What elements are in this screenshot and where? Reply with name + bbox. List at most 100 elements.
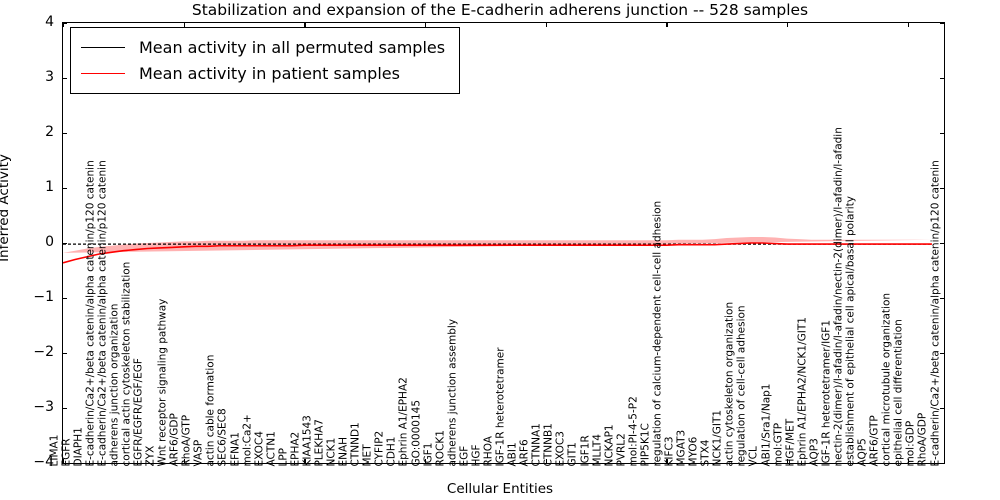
x-category-label: ROCK1: [434, 429, 447, 466]
series-layer: [63, 236, 932, 264]
x-category-label: CYFIP2: [373, 430, 386, 466]
x-tick-mark: [425, 459, 427, 464]
x-category-label: VCL: [747, 445, 760, 466]
x-category-label: EFNA1: [229, 431, 242, 466]
y-tick-label: 0: [45, 234, 54, 250]
plot-area: [62, 22, 945, 464]
x-category-label: KIAA1543: [301, 414, 314, 466]
x-category-label: ARF6/GDP: [168, 412, 181, 466]
x-category-label: IGF1R: [579, 434, 591, 466]
y-tick-label: 1: [45, 179, 54, 195]
x-category-label: regulation of cell-cell adhesion: [735, 304, 748, 466]
x-category-label: E-cadherin/Ca2+/beta catenin/alpha caten…: [96, 159, 109, 466]
x-category-label: EGFR: [60, 437, 73, 466]
x-category-label: E-cadherin/Ca2+/beta catenin/alpha caten…: [84, 159, 97, 466]
x-category-label: CDH1: [385, 436, 398, 466]
y-tick-mark: [62, 408, 67, 410]
x-category-label: PVRL2: [615, 432, 628, 466]
x-category-label: ARF6: [518, 438, 531, 466]
chart-title: Stabilization and expansion of the E-cad…: [191, 1, 809, 19]
y-tick-mark: [940, 408, 945, 410]
y-tick-mark: [940, 133, 945, 135]
x-category-label: HGF: [470, 443, 483, 466]
x-category-label: Wnt receptor signaling pathway: [156, 298, 169, 466]
x-category-label: ABI1/Sra1/Nap1: [760, 383, 773, 466]
x-category-label: adherens junction organization: [108, 303, 121, 466]
y-tick-label: 3: [45, 69, 54, 85]
x-tick-mark: [304, 459, 306, 464]
x-category-label: SEC6/SEC8: [216, 407, 229, 466]
x-category-label: EPHA2: [289, 431, 302, 466]
y-tick-mark: [62, 298, 67, 300]
x-category-label: actin cable formation: [204, 354, 217, 466]
x-category-label: GO:0000145: [410, 399, 423, 466]
x-category-label: EXOC4: [253, 430, 266, 466]
x-category-label: EXOC3: [554, 430, 567, 466]
y-tick-mark: [940, 243, 945, 245]
x-category-label: RHOA: [482, 435, 495, 466]
x-category-label: IGF-1R heterotetramer: [494, 346, 507, 466]
x-tick-mark: [425, 22, 427, 27]
y-tick-label: 2: [45, 124, 54, 140]
x-category-label: mol:GDP: [904, 420, 917, 466]
x-category-label: IGF1: [422, 442, 435, 466]
x-category-label: adherens junction assembly: [446, 318, 459, 466]
x-category-label: NCK1: [325, 437, 338, 466]
y-tick-label: −1: [33, 289, 54, 305]
y-tick-mark: [940, 298, 945, 300]
legend-item-patient: Mean activity in patient samples: [81, 60, 445, 86]
x-category-label: DIAPH1: [72, 426, 85, 466]
x-category-label: nectin-2(dimer)/l-afadin/l-afadin/nectin…: [832, 126, 845, 466]
y-tick-label: −3: [33, 399, 54, 415]
x-tick-mark: [545, 22, 547, 27]
x-category-label: epithelial cell differentiation: [892, 318, 905, 466]
x-tick-mark: [183, 459, 185, 464]
x-category-label: NCKAP1: [603, 423, 616, 466]
y-tick-label: −4: [33, 454, 54, 470]
legend: Mean activity in all permuted samples Me…: [70, 27, 461, 94]
plot-clip: [63, 23, 944, 463]
x-category-label: E-cadherin/Ca2+/beta catenin/alpha caten…: [929, 159, 941, 466]
x-category-label: RhoA/GTP: [180, 414, 193, 466]
x-tick-mark: [787, 22, 789, 27]
x-category-label: MET: [361, 443, 374, 466]
x-category-label: STX4: [699, 439, 712, 466]
x-category-label: KIFC3: [663, 435, 676, 466]
x-category-label: ARF6/GTP: [868, 414, 881, 466]
x-tick-mark: [907, 459, 909, 464]
y-tick-label: −2: [33, 344, 54, 360]
x-category-label: ACTN1: [265, 430, 278, 466]
x-category-label: RhoA/GDP: [916, 412, 929, 466]
x-category-label: ENAH: [337, 436, 350, 466]
x-category-label: MYO6: [687, 436, 700, 466]
y-tick-mark: [62, 188, 67, 190]
x-category-label: cortical microtubule organization: [880, 292, 893, 466]
legend-swatch-patient: [81, 72, 125, 74]
x-tick-mark: [545, 459, 547, 464]
x-tick-mark: [183, 22, 185, 27]
x-category-label: EGFR/EGFR/EGF/EGF: [132, 357, 145, 466]
x-category-label: MGAT3: [675, 429, 688, 466]
legend-item-permuted: Mean activity in all permuted samples: [81, 34, 445, 60]
legend-label-patient: Mean activity in patient samples: [139, 63, 400, 83]
x-category-label: MLLT4: [591, 433, 604, 466]
y-tick-mark: [62, 133, 67, 135]
x-category-label: ZYX: [144, 445, 157, 466]
y-tick-mark: [62, 78, 67, 80]
x-tick-mark: [787, 459, 789, 464]
x-category-label: VASP: [192, 439, 205, 466]
x-category-label: CTNNA1: [530, 422, 543, 466]
x-category-label: NCK1/GIT1: [711, 409, 724, 466]
x-tick-mark: [304, 22, 306, 27]
x-category-label: CTNNB1: [542, 422, 555, 466]
legend-swatch-permuted: [81, 46, 125, 48]
x-category-label: mol:GTP: [772, 422, 785, 466]
x-category-label: ABI1: [506, 441, 519, 466]
x-category-label: Ephrin A1/EPHA2/NCK1/GIT1: [796, 316, 809, 466]
y-tick-mark: [940, 78, 945, 80]
x-category-label: AQP5: [856, 437, 869, 466]
x-category-label: Ephrin A1/EPHA2: [397, 376, 410, 466]
x-category-label: mol:PI-4-5-P2: [627, 395, 640, 466]
x-category-label: GIT1: [566, 441, 579, 466]
